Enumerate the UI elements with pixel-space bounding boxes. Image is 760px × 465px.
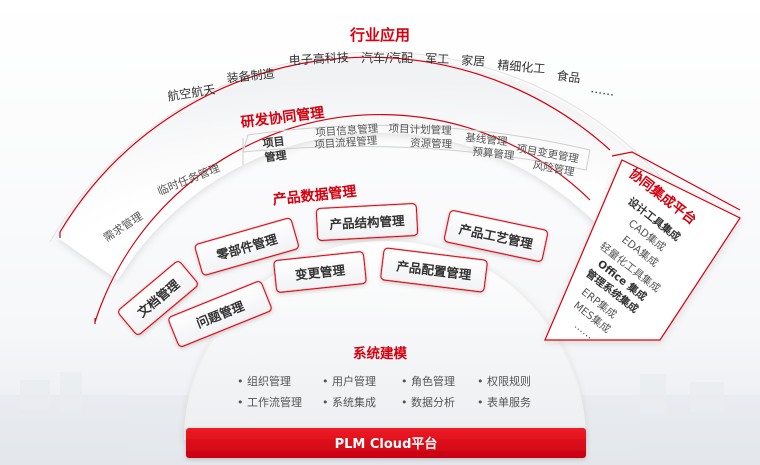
system-item: • 角色管理: [401, 374, 455, 388]
card-config[interactable]: 产品配置管理: [380, 247, 488, 293]
industry-items: 航空航天 装备制造 电子高科技 汽车/汽配 军工 家居 精细化工 食品 ……: [166, 49, 615, 103]
arc-end-ticks: [59, 232, 96, 324]
industry-item: 精细化工: [497, 58, 546, 76]
dome-edge: [184, 239, 586, 441]
system-item: • 数据分析: [401, 395, 455, 409]
outer-arc-line: [49, 51, 709, 243]
system-item: • 权限规则: [477, 374, 531, 388]
card-structure-label: 产品结构管理: [329, 213, 405, 232]
integration-panel: [544, 159, 741, 341]
industry-arc: [58, 56, 700, 281]
project-grid-item: 项目信息管理: [315, 122, 379, 139]
system-title: 系统建模: [353, 345, 407, 362]
industry-title: 行业应用: [349, 26, 410, 44]
project-grid-item: 基线管理: [465, 131, 509, 148]
system-item: • 系统集成: [322, 395, 376, 409]
industry-item: 电子高科技: [288, 49, 349, 67]
collab-arc-line: [59, 56, 611, 233]
system-item: • 表单服务: [477, 395, 531, 409]
project-label-2: 管理: [264, 148, 288, 165]
card-structure[interactable]: 产品结构管理: [315, 203, 419, 241]
platform-title: PLM Cloud平台: [335, 436, 438, 452]
system-items: • 组织管理 • 用户管理 • 角色管理 • 权限规则 • 工作流管理 • 系统…: [237, 374, 531, 409]
industry-item: 装备制造: [226, 67, 275, 86]
card-issues[interactable]: 问题管理: [168, 280, 273, 347]
project-grid-item: 项目计划管理: [388, 122, 452, 137]
card-change[interactable]: 变更管理: [273, 251, 367, 293]
industry-item: ……: [590, 81, 616, 99]
data-arc-line: [94, 114, 591, 323]
project-label: 项目 管理: [262, 135, 287, 165]
project-grid-item: 预算管理: [472, 145, 516, 162]
project-grid-item: 项目流程管理: [314, 134, 378, 151]
industry-item: 汽车/汽配: [361, 50, 413, 65]
system-item: • 组织管理: [237, 374, 291, 388]
card-parts[interactable]: 零部件管理: [194, 217, 299, 276]
system-item: • 用户管理: [322, 374, 376, 388]
project-label-1: 项目: [262, 135, 285, 151]
industry-item: 军工: [425, 52, 449, 67]
industry-item: 食品: [556, 68, 582, 86]
project-grid-item: 资源管理: [410, 136, 453, 150]
card-change-label: 变更管理: [294, 262, 346, 282]
platform-bar: [186, 428, 586, 458]
project-box-outline: [242, 124, 591, 171]
industry-item: 家居: [461, 52, 486, 68]
system-item: • 工作流管理: [237, 395, 302, 409]
integration-panel-edge: [611, 151, 741, 211]
industry-item: 航空航天: [166, 81, 216, 103]
card-process[interactable]: 产品工艺管理: [443, 210, 549, 262]
